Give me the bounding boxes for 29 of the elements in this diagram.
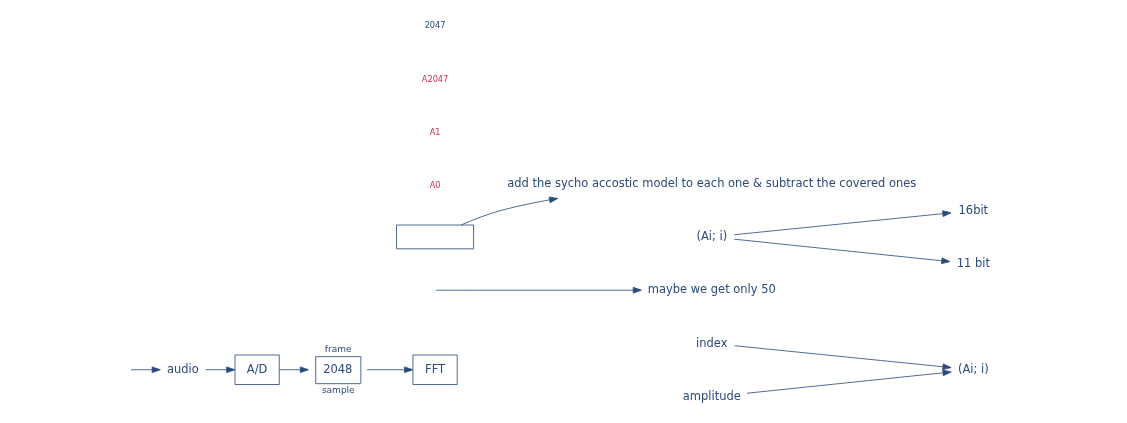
node-text: maybe we get only 50 [647, 282, 776, 297]
node-text: add the sycho accostic model to each one & subtract the covered ones [507, 175, 917, 190]
node-text: amplitude [682, 388, 741, 403]
node-box [396, 224, 474, 250]
arrow [278, 366, 309, 374]
arrow [746, 369, 952, 394]
node-box: 2048 [315, 356, 362, 385]
node-box: FFT [412, 354, 458, 385]
arrow [366, 366, 414, 374]
label: 2047 [424, 20, 446, 31]
arrow [460, 196, 559, 226]
arrow [130, 366, 161, 374]
node-label: sample [321, 384, 355, 395]
node-text: (Ai; i) [696, 228, 728, 243]
node-text: 16bit [958, 202, 989, 217]
node-label: frame [324, 344, 352, 355]
node-text: audio [167, 361, 199, 376]
arrow [734, 345, 952, 371]
node-box: A/D [234, 354, 280, 385]
arrow [435, 286, 642, 294]
label: A2047 [421, 73, 449, 84]
node-text: index [696, 335, 728, 350]
arrow [205, 366, 236, 374]
node-text: 11 bit [956, 256, 990, 271]
arrow [733, 210, 952, 236]
label: A0 [429, 180, 441, 191]
node-text: (Ai; i) [958, 361, 989, 376]
arrow [733, 238, 951, 265]
label: A1 [429, 126, 441, 137]
